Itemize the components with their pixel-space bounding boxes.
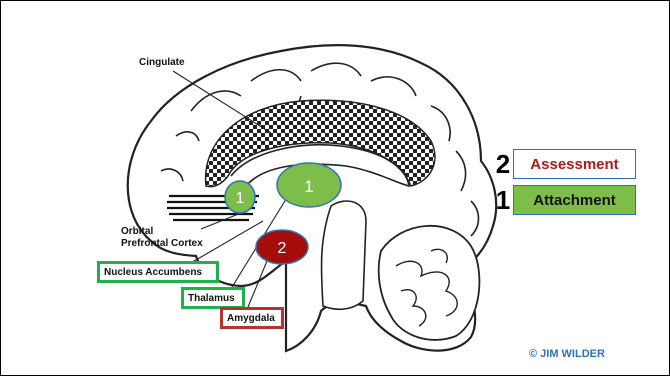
legend-number: 1: [493, 185, 513, 215]
svg-text:2: 2: [278, 240, 287, 257]
attachment-box: Attachment: [513, 185, 636, 215]
svg-text:1: 1: [304, 177, 313, 196]
orbital-label: Orbital: [121, 226, 153, 238]
amygdala-box: Amygdala: [220, 307, 284, 329]
marker-thalamus: 1: [277, 163, 341, 207]
thalamus-box: Thalamus: [181, 287, 245, 309]
legend-row-attachment: 1 Attachment: [493, 185, 636, 215]
brainstem: [321, 201, 366, 309]
marker-nucleus-accumbens: 1: [225, 181, 255, 213]
marker-amygdala: 2: [256, 230, 308, 264]
legend-number: 2: [493, 149, 513, 179]
cingulate-label: Cingulate: [139, 57, 185, 69]
legend-row-assessment: 2 Assessment: [493, 149, 636, 179]
svg-text:1: 1: [236, 190, 245, 207]
prefrontal-cortex-label: Prefrontal Cortex: [121, 238, 203, 250]
copyright: © JIM WILDER: [529, 348, 605, 360]
nucleus-accumbens-box: Nucleus Accumbens: [97, 261, 219, 283]
assessment-box: Assessment: [513, 149, 636, 179]
